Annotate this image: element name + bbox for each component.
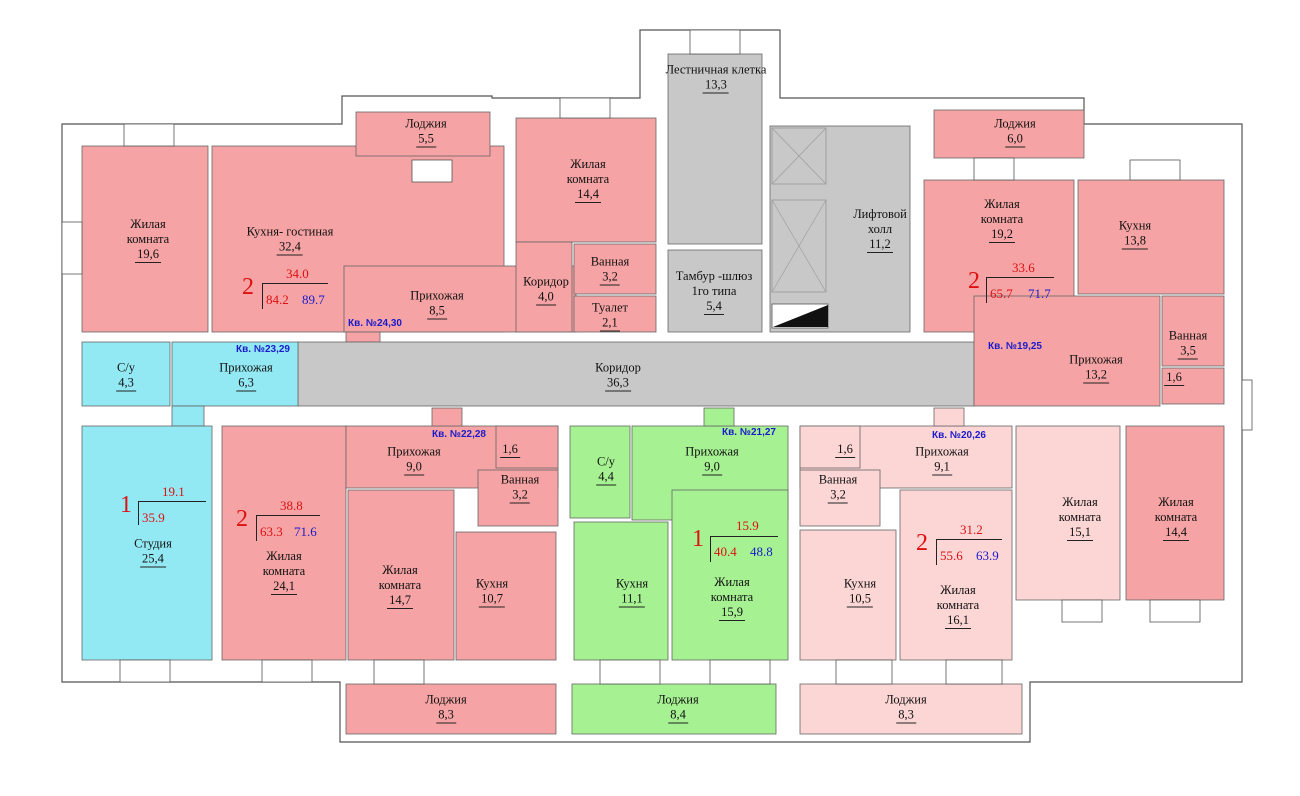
- apartment-number-tag: Кв. №21,27: [722, 427, 776, 438]
- core-common-areas: [297, 53, 975, 407]
- apartment-top-right: [923, 109, 1225, 407]
- windows: [61, 29, 1253, 685]
- apartment-number-tag: Кв. №22,28: [432, 429, 486, 440]
- apartment-bottom-left: [221, 407, 559, 735]
- room-label: 1,6: [835, 442, 855, 458]
- room-label: 1,6: [500, 442, 520, 458]
- apartment-bottom-green: [569, 407, 789, 735]
- apartment-studio: [81, 341, 299, 661]
- room-label: 1,6: [1164, 370, 1184, 386]
- apartment-summary: 1 19.1 35.9: [120, 484, 240, 544]
- apartment-number-tag: Кв. №19,25: [988, 341, 1042, 352]
- apartment-summary: 2 38.8 63.3 71.6: [236, 498, 356, 558]
- apartment-number-tag: Кв. №23,29: [236, 344, 290, 355]
- apartment-summary: 2 31.2 55.6 63.9: [916, 522, 1036, 582]
- apartment-summary: 2 34.0 84.2 89.7: [242, 266, 362, 326]
- apartment-summary: 2 33.6 65.7 71.7: [968, 260, 1088, 320]
- apartment-bottom-right: [799, 407, 1121, 735]
- room-far-right: [1125, 425, 1225, 601]
- apartment-top-left: [81, 111, 657, 343]
- apartment-number-tag: Кв. №20,26: [932, 430, 986, 441]
- apartment-number-tag: Кв. №24,30: [348, 318, 402, 329]
- apartment-summary: 1 15.9 40.4 48.8: [692, 518, 812, 578]
